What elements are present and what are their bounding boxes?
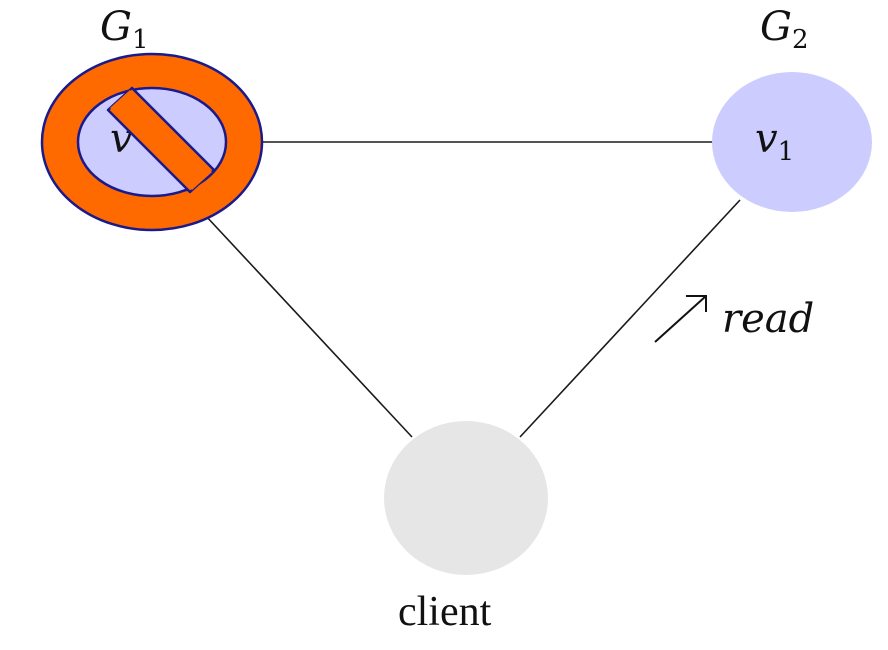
group-label-g2: G2 bbox=[760, 4, 809, 55]
read-operation: read bbox=[654, 295, 814, 343]
group-label-g2-letter: G bbox=[760, 4, 792, 50]
node-v1-sub: 1 bbox=[778, 137, 795, 167]
group-label-g1: G1 bbox=[100, 4, 149, 55]
node-v1-label: v1 bbox=[755, 116, 794, 167]
node-client-circle bbox=[384, 421, 548, 575]
prohibited-bar-fill bbox=[110, 90, 212, 190]
group-label-g1-sub: 1 bbox=[132, 25, 149, 55]
node-client-label: client bbox=[398, 589, 492, 635]
prohibited-ring bbox=[40, 52, 264, 232]
read-arrow-icon bbox=[654, 295, 707, 343]
node-v1-letter: v bbox=[755, 116, 778, 162]
read-label: read bbox=[722, 296, 814, 342]
prohibited-icon bbox=[40, 52, 264, 232]
edge-g2-client bbox=[519, 199, 741, 438]
node-v1-circle bbox=[712, 72, 872, 212]
read-arrow-head bbox=[686, 295, 707, 312]
group-label-g1-letter: G bbox=[100, 4, 132, 50]
edge-g1-client bbox=[204, 214, 413, 438]
node-v1: v1 bbox=[712, 72, 872, 212]
node-client: client bbox=[384, 421, 548, 635]
group-label-g2-sub: 2 bbox=[792, 25, 809, 55]
